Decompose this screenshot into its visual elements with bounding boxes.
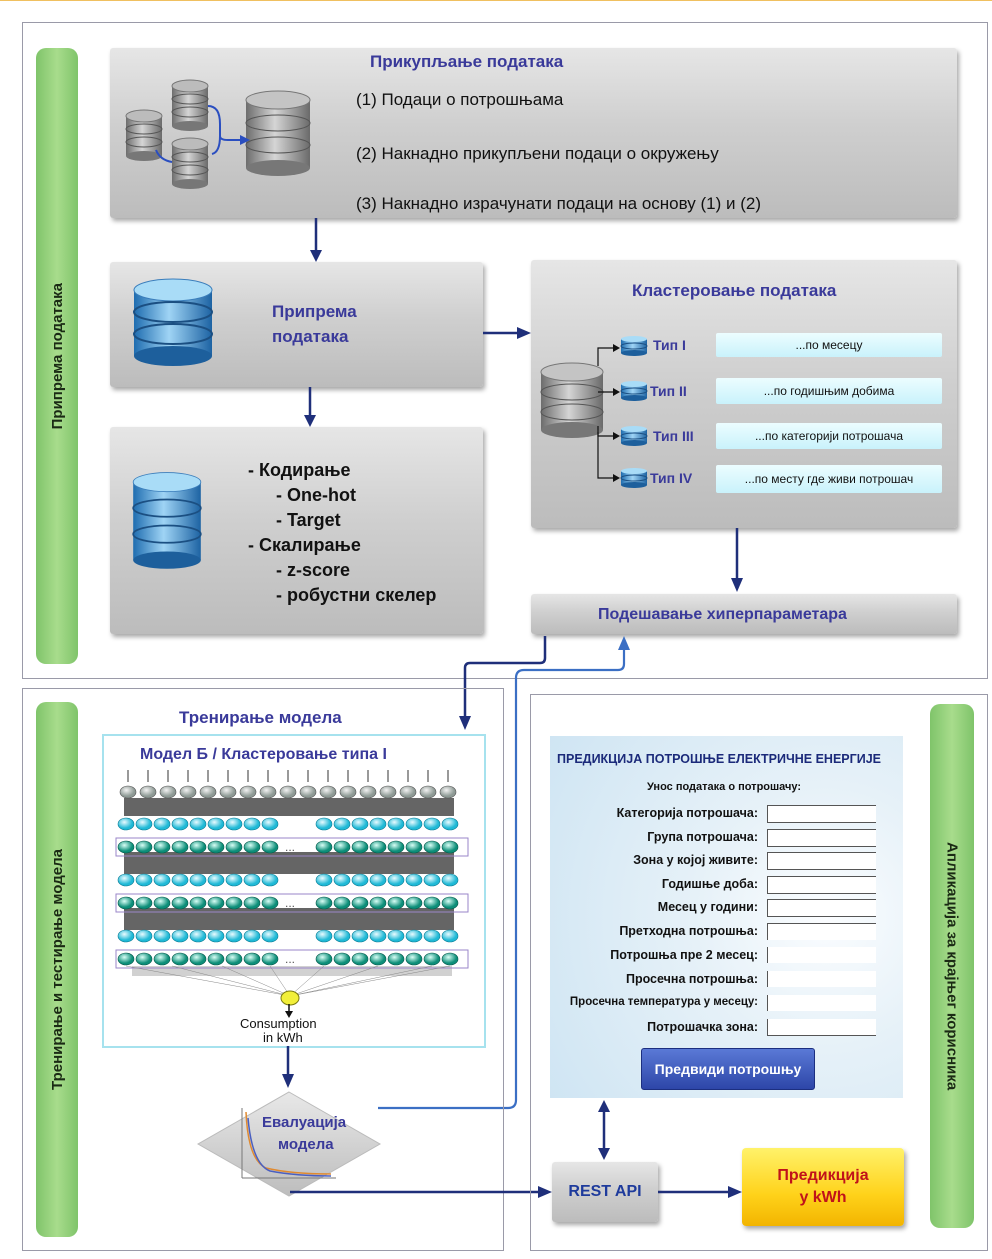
app-frame [530,694,988,1251]
training-title: Тренирање модела [179,708,342,727]
arrow-prep-to-clustering [483,327,531,339]
app-form-panel [550,736,903,1098]
hyper-training-connectors [378,636,630,1110]
collection-item-1: (1) Подаци о потрошњама [356,90,564,109]
cluster-type-3-desc: ...по категорији потрошача [716,423,942,449]
nn-output-label-1: Consumption [240,1016,317,1031]
field-input-3[interactable] [767,852,876,870]
field-label-2: Група потрошача: [647,830,758,844]
encoding-line-2: - One-hot [276,485,356,505]
nn-ellipsis-1: ... [285,840,296,854]
model-title: Модел Б / Кластеровање типа I [140,746,387,763]
hyperparameter-box [531,594,957,634]
field-label-7: Потрошња пре 2 месец: [610,948,758,962]
cluster-type-3-label: Тип III [653,428,694,444]
arrow-collect-to-prep [310,218,322,262]
cluster-type-1-desc: ...по месецу [716,333,942,357]
neural-network-diagram [115,770,469,1006]
nn-ellipsis-2: ... [285,896,296,910]
arrow-train-to-eval [282,1046,294,1088]
field-label-6: Претходна потрошња: [619,924,758,938]
mini-db-icon-4 [620,468,648,488]
encoding-line-3: - Target [276,510,341,530]
field-label-1: Категорија потрошача: [616,806,758,820]
nn-output-arrow [285,1004,293,1018]
prep-side-label: Припрема података [48,282,66,430]
cluster-type-4-desc: ...по месту где живи потрошач [716,465,942,493]
evaluation-label-2: модела [278,1136,334,1153]
encoding-line-5: - z-score [276,560,351,580]
field-label-5: Месец у години: [657,900,758,914]
cluster-branch-lines [597,344,620,482]
mini-db-icon-2 [620,381,648,401]
top-border [0,0,992,1]
field-label-3: Зона у којој живите: [633,853,758,867]
gray-database-icon [540,362,604,438]
blue-database-icon [133,278,213,366]
cluster-type-1-label: Тип I [653,337,686,353]
evaluation-label-1: Евалуација [262,1114,347,1131]
training-side-bar: Тренирање и тестирање модела [36,702,78,1237]
field-label-4: Годишње доба: [661,877,758,891]
database-network-icon [125,79,311,189]
app-form-title: ПРЕДИКЦИЈА ПОТРОШЊЕ ЕЛЕКТРИЧНЕ ЕНЕРГИЈЕ [557,752,881,766]
nn-ellipsis-3: ... [285,952,296,966]
arrow-form-rest [598,1100,610,1160]
field-input-1[interactable] [767,805,876,823]
field-input-6[interactable] [767,923,876,940]
hyperparameter-title: Подешавање хиперпараметара [598,606,847,623]
field-input-9[interactable] [767,995,876,1011]
field-input-7[interactable] [767,947,876,963]
arrow-rest-to-prediction [658,1186,742,1198]
field-input-8[interactable] [767,971,876,987]
prediction-label-2: у kWh [799,1189,847,1206]
preparation-title-1: Припрема [272,302,357,321]
encoding-line-6: - робустни скелер [276,585,437,605]
field-label-9: Просечна температура у месецу: [569,996,758,1008]
collection-title: Прикупљање података [370,52,564,71]
evaluation-diamond [196,1091,382,1197]
predict-button[interactable]: Предвиди потрошњу [641,1048,815,1090]
nn-output-label-2: in kWh [263,1030,303,1045]
training-frame [22,688,504,1251]
arrow-eval-to-rest [290,1186,552,1198]
app-side-label: Апликација за крајњег корисника [943,841,961,1091]
preparation-title-2: података [272,327,349,346]
cluster-type-2-label: Тип II [650,383,687,399]
app-form-subtitle: Унос података о потрошачу: [647,781,802,793]
prediction-box: Предикција у kWh [742,1148,904,1226]
training-side-label: Тренирање и тестирање модела [48,849,66,1090]
encoding-line-1: - Кодирање [248,460,351,480]
collection-item-3: (3) Накнадно израчунати подаци на основу… [356,194,762,213]
blue-database-icon-2 [132,472,202,569]
encoding-line-4: - Скалирање [248,535,361,555]
arrow-cluster-to-hyper [731,528,743,592]
field-input-10[interactable] [767,1019,876,1036]
prep-side-bar: Припрема података [36,48,78,664]
field-label-10: Потрошачка зона: [647,1020,758,1034]
prep-frame [22,22,988,679]
cluster-type-4-label: Тип IV [650,470,693,486]
field-input-5[interactable] [767,899,876,917]
predict-button-label: Предвиди потрошњу [654,1061,802,1077]
field-label-8: Просечна потрошња: [625,972,758,986]
clustering-title: Кластеровање података [632,281,837,300]
collection-item-2: (2) Накнадно прикупљени подаци о окружењ… [356,144,719,163]
mini-db-icon-3 [620,426,648,446]
rest-api-label: REST API [568,1183,642,1200]
rest-api-box: REST API [552,1162,658,1222]
arrow-prep-to-encoding [304,387,316,427]
app-side-bar: Апликација за крајњег корисника [930,704,974,1228]
cluster-type-2-desc: ...по годишњим добима [716,378,942,404]
field-input-4[interactable] [767,876,876,894]
field-input-2[interactable] [767,829,876,847]
mini-db-icon-1 [620,336,648,356]
prediction-label-1: Предикција [777,1167,869,1184]
